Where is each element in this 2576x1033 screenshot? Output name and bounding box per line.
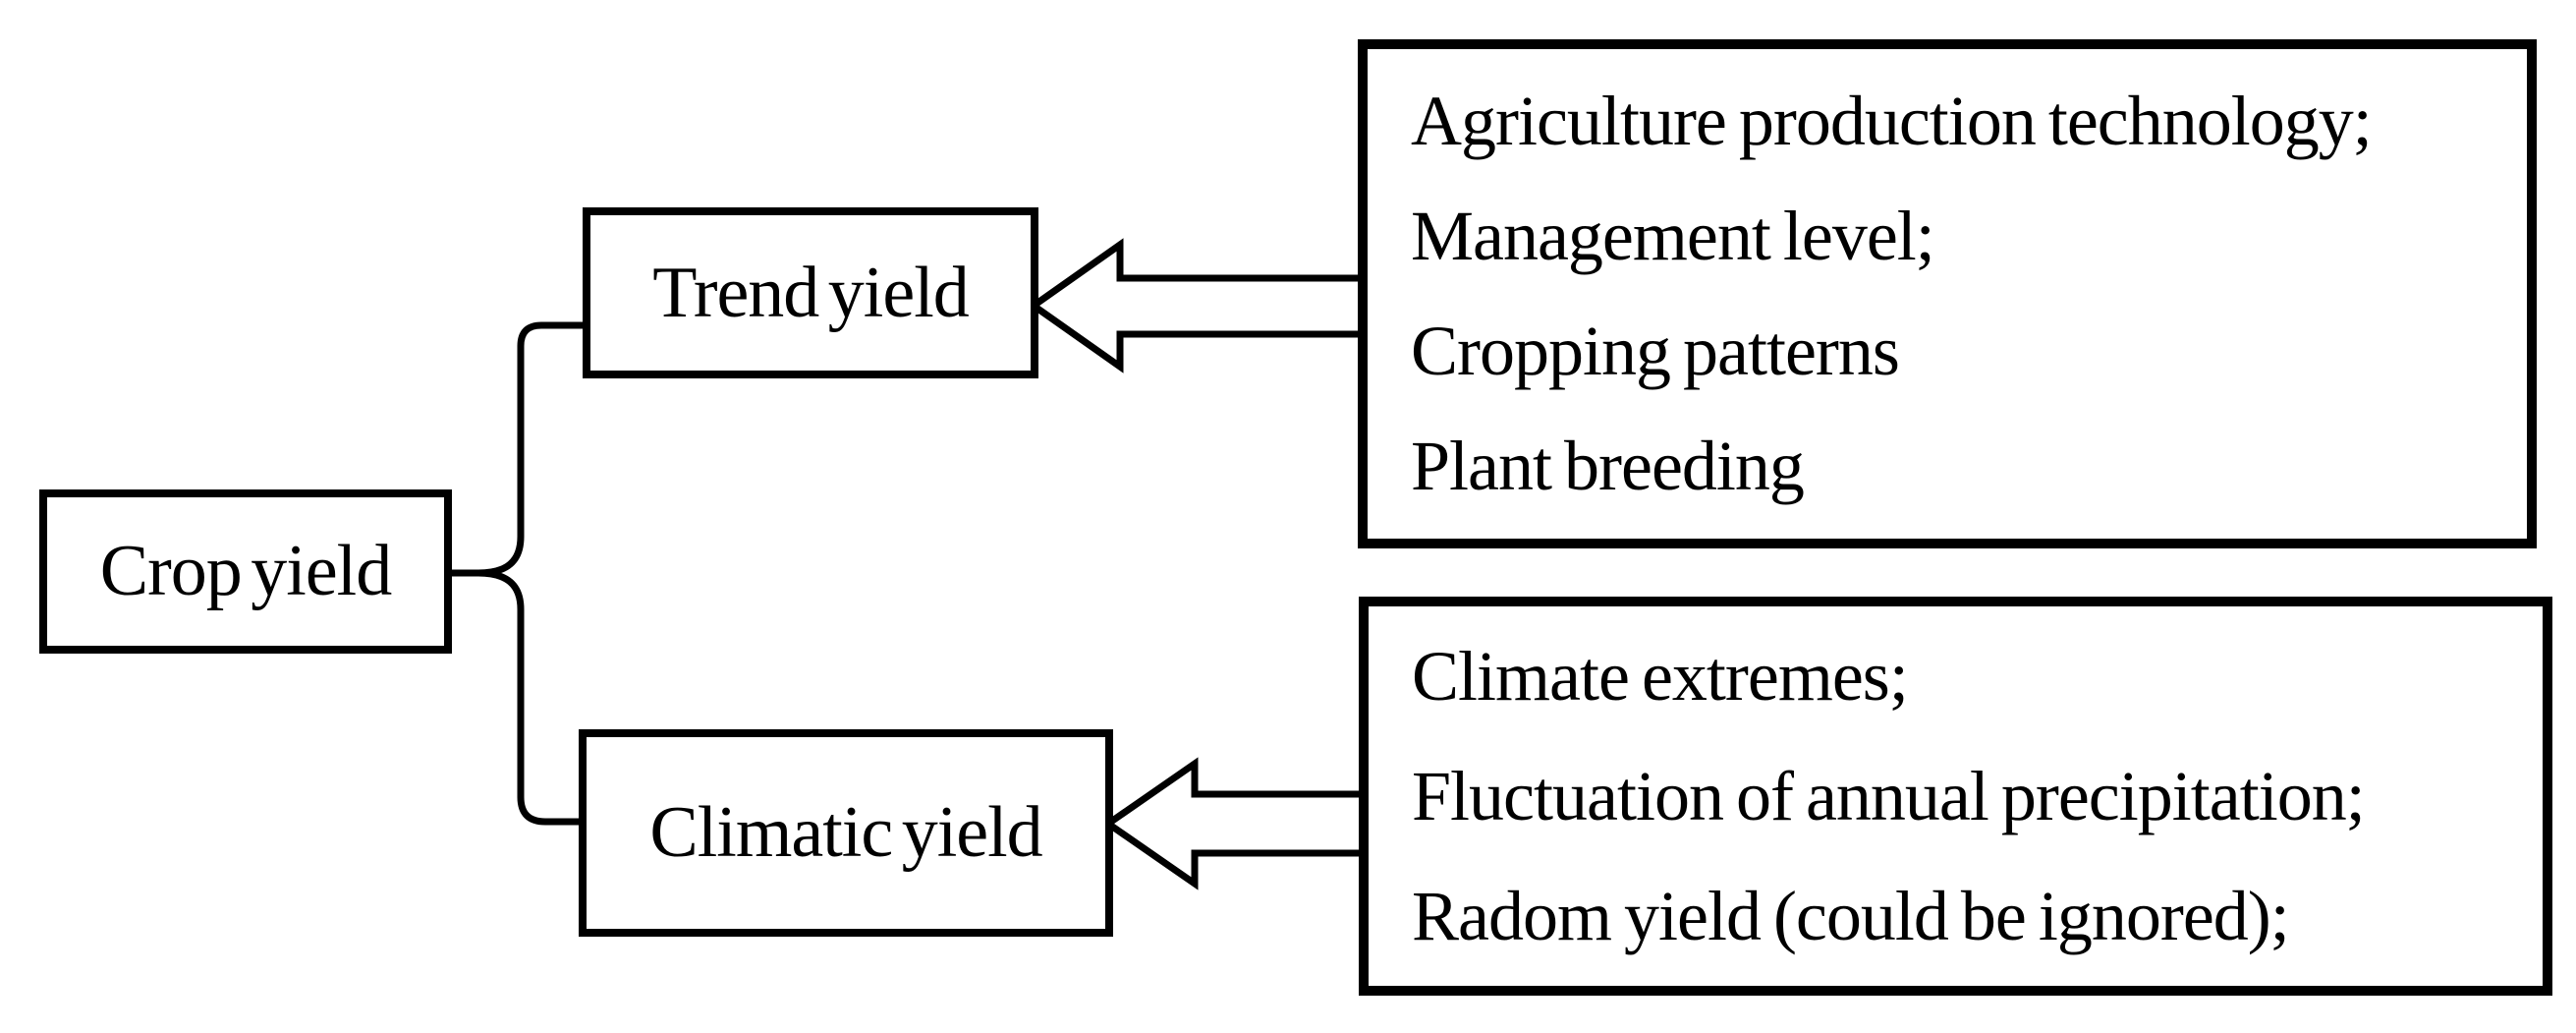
branch-to-trend-yield: [477, 321, 589, 577]
node-crop-yield: Crop yield: [39, 489, 452, 654]
node-crop-yield-label: Crop yield: [99, 531, 392, 611]
trend-factor-line: Plant breeding: [1411, 427, 1805, 505]
box-trend-factors: Agriculture production technology; Manag…: [1358, 39, 2537, 548]
arrow-to-trend-yield: [1027, 238, 1372, 373]
node-trend-yield: Trend yield: [583, 207, 1038, 378]
trend-factor-line: Cropping patterns: [1411, 312, 1900, 390]
trend-factor-line: Management level;: [1411, 197, 1935, 275]
climatic-factor-line: Climate extremes;: [1412, 637, 1909, 716]
node-trend-yield-label: Trend yield: [652, 252, 970, 333]
branch-to-climatic-yield: [477, 569, 586, 826]
node-climatic-yield-label: Climatic yield: [649, 792, 1042, 873]
arrow-to-climatic-yield: [1101, 757, 1372, 890]
climatic-factor-line: Radom yield (could be ignored);: [1412, 877, 2290, 955]
node-climatic-yield: Climatic yield: [579, 729, 1113, 937]
box-climatic-factors: Climate extremes; Fluctuation of annual …: [1359, 597, 2552, 996]
climatic-factor-line: Fluctuation of annual precipitation;: [1412, 757, 2366, 835]
trend-factor-line: Agriculture production technology;: [1411, 82, 2373, 160]
